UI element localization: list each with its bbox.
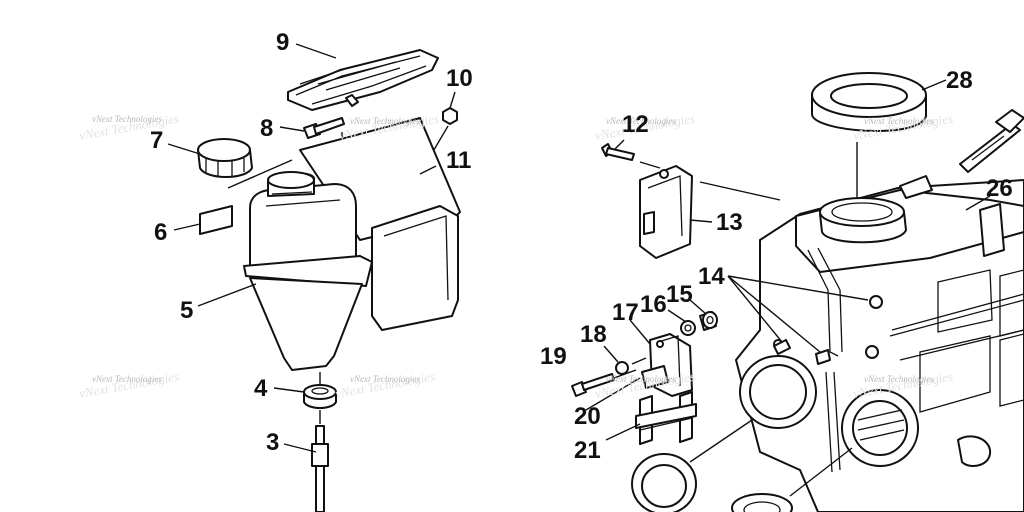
callout-11: 11 (446, 147, 471, 174)
part-10-nut (442, 107, 458, 125)
part-28-foam-ring (811, 72, 927, 132)
callout-26: 26 (986, 175, 1013, 202)
callout-19: 19 (540, 343, 567, 370)
watermark-text: vNext Technologies (92, 114, 162, 124)
leader-lines (167, 43, 991, 453)
part-12-pin (601, 143, 635, 161)
part-17-clamp (641, 333, 693, 397)
callout-28: 28 (946, 67, 973, 94)
part-8-bolt (303, 117, 345, 139)
part-18-washer (615, 361, 629, 375)
part-16-washer (680, 320, 696, 336)
callout-15: 15 (666, 281, 693, 308)
callout-17: 17 (612, 299, 639, 326)
watermark-text: vNext Technologies (92, 374, 162, 384)
part-7-cap (197, 138, 253, 178)
callout-13: 13 (716, 209, 743, 236)
callout-16: 16 (640, 291, 667, 318)
callout-6: 6 (154, 219, 167, 246)
part-3-fitting (311, 372, 329, 512)
callout-14: 14 (698, 263, 725, 290)
part-13-bracket (639, 165, 693, 259)
callout-labels: 9 10 8 7 11 6 5 4 3 12 13 14 15 16 17 18… (150, 29, 1013, 464)
part-9-lid (287, 49, 439, 111)
part-strap (959, 109, 1024, 173)
callout-9: 9 (276, 29, 289, 56)
part-seal-right (731, 493, 793, 512)
air-box-assembly (571, 72, 1024, 512)
part-14-screws (727, 275, 869, 365)
watermark-text: vNext Technologies (864, 116, 934, 126)
watermark-text: vNext Technologies (606, 116, 676, 126)
part-15-spacer (699, 311, 718, 331)
part-4-grommet (303, 384, 337, 409)
part-5-tank (243, 117, 461, 371)
callout-4: 4 (254, 375, 268, 402)
callout-20: 20 (574, 403, 601, 430)
part-19-bolt (571, 357, 647, 397)
callout-12: 12 (622, 111, 649, 138)
watermark-text: vNext Technologies (350, 374, 420, 384)
oil-tank-assembly (197, 49, 461, 512)
part-seal-left (631, 453, 697, 512)
callout-5: 5 (180, 297, 193, 324)
watermark-text: vNext Technologies (864, 374, 934, 384)
part-6-screen (199, 205, 233, 235)
callout-18: 18 (580, 321, 607, 348)
callout-10: 10 (446, 65, 473, 92)
callout-8: 8 (260, 115, 273, 142)
watermark-text: vNext Technologies (606, 374, 676, 384)
callout-21: 21 (574, 437, 601, 464)
callout-7: 7 (150, 127, 163, 154)
watermark-text: vNext Technologies (350, 116, 420, 126)
callout-3: 3 (266, 429, 279, 456)
part-21-frame (635, 391, 697, 445)
